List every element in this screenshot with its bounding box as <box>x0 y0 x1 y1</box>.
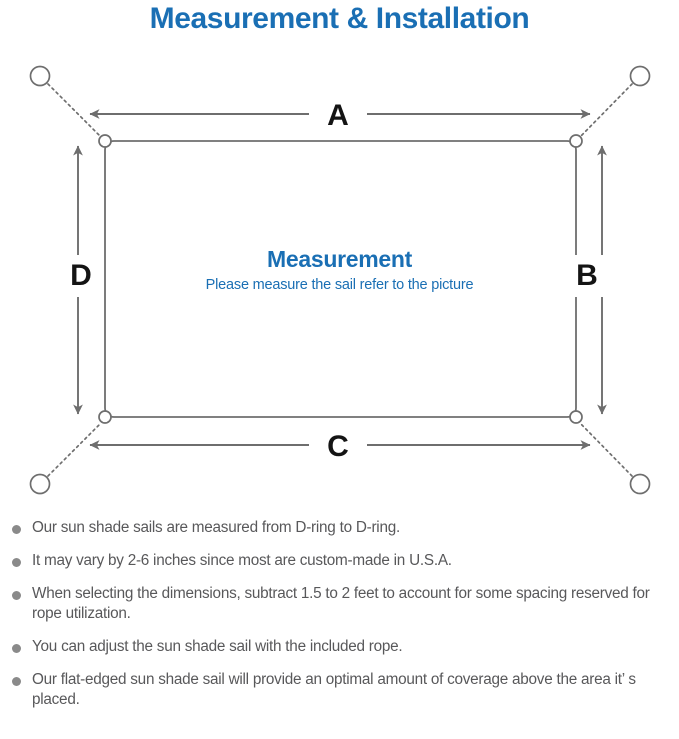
anchor-rings-group <box>29 65 651 495</box>
dimension-label-d: D <box>62 255 100 297</box>
d-ring-top-right <box>569 134 583 148</box>
dimension-label-a: A <box>309 99 367 133</box>
note-text: It may vary by 2-6 inches since most are… <box>32 552 452 569</box>
bullet-icon <box>12 677 21 686</box>
note-text: When selecting the dimensions, subtract … <box>32 585 650 622</box>
bullet-icon <box>12 558 21 567</box>
page-title: Measurement & Installation <box>149 2 530 35</box>
note-text: Our flat-edged sun shade sail will provi… <box>32 671 636 708</box>
bullet-icon <box>12 525 21 534</box>
rope-lines-group <box>47 83 633 477</box>
shade-sail-outline <box>104 140 577 418</box>
rope-top-left <box>47 83 102 138</box>
d-ring-bottom-left <box>98 410 112 424</box>
d-rings-group <box>98 134 583 424</box>
dimension-arrows-group <box>73 109 607 450</box>
list-item: You can adjust the sun shade sail with t… <box>0 637 679 657</box>
d-ring-bottom-right <box>569 410 583 424</box>
bullet-icon <box>12 644 21 653</box>
list-item: When selecting the dimensions, subtract … <box>0 584 679 624</box>
note-text: You can adjust the sun shade sail with t… <box>32 638 403 655</box>
list-item: It may vary by 2-6 inches since most are… <box>0 551 679 571</box>
diagram-area: A B C D Measurement Please measure the s… <box>0 42 679 512</box>
list-item: Our sun shade sails are measured from D-… <box>0 518 679 538</box>
anchor-bottom-left <box>29 473 51 495</box>
rope-bottom-right <box>579 422 633 477</box>
rope-bottom-left <box>47 422 102 477</box>
rope-top-right <box>579 83 633 138</box>
d-ring-top-left <box>98 134 112 148</box>
anchor-top-left <box>29 65 51 87</box>
notes-list: Our sun shade sails are measured from D-… <box>0 518 679 723</box>
note-text: Our sun shade sails are measured from D-… <box>32 519 400 536</box>
bullet-icon <box>12 591 21 600</box>
list-item: Our flat-edged sun shade sail will provi… <box>0 670 679 710</box>
dimension-label-c: C <box>309 430 367 464</box>
anchor-bottom-right <box>629 473 651 495</box>
dimension-label-b: B <box>568 255 606 297</box>
anchor-top-right <box>629 65 651 87</box>
